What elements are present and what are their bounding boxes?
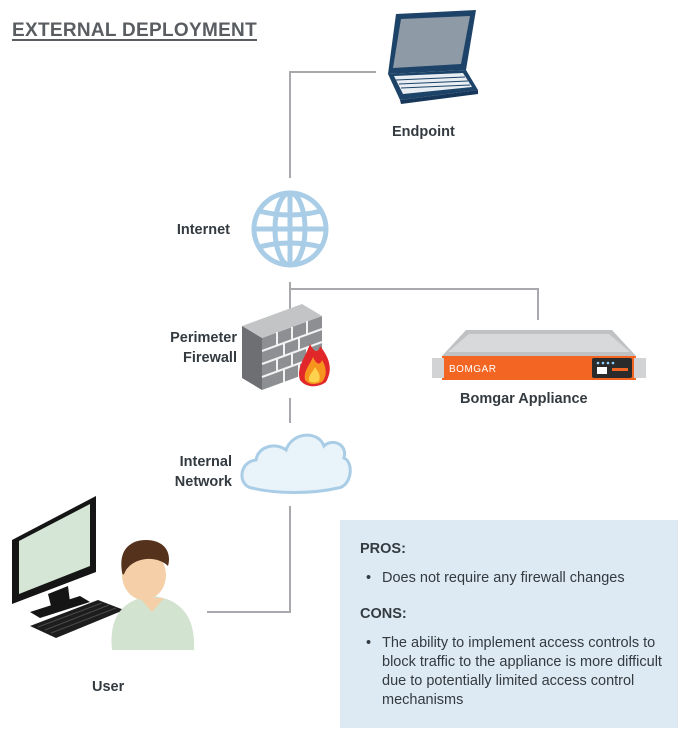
connector-lines bbox=[207, 71, 539, 613]
endpoint-internet-connector bbox=[289, 71, 376, 178]
internal-network-label: Internal Network bbox=[130, 452, 232, 492]
pros-heading: PROS: bbox=[360, 541, 406, 557]
cons-heading: CONS: bbox=[360, 606, 407, 622]
globe-icon bbox=[251, 190, 329, 268]
endpoint-label: Endpoint bbox=[392, 124, 455, 140]
cons-item: The ability to implement access controls… bbox=[360, 634, 662, 710]
cons-list: The ability to implement access controls… bbox=[360, 634, 662, 710]
network-user-connector bbox=[207, 506, 291, 613]
firewall-label-line1: Perimeter bbox=[170, 330, 237, 346]
user-icon bbox=[111, 540, 195, 650]
page-title: EXTERNAL DEPLOYMENT bbox=[12, 20, 257, 41]
keyboard-icon bbox=[30, 600, 124, 638]
firewall-label: Perimeter Firewall bbox=[130, 328, 237, 368]
laptop-icon bbox=[388, 10, 478, 104]
internal-network-label-line2: Network bbox=[174, 474, 232, 490]
appliance-label: Bomgar Appliance bbox=[460, 391, 588, 407]
cloud-icon bbox=[240, 433, 352, 494]
monitor-icon bbox=[12, 496, 96, 618]
internet-appliance-connector bbox=[290, 288, 539, 320]
pros-list: Does not require any firewall changes bbox=[360, 569, 662, 588]
internet-label: Internet bbox=[176, 222, 230, 238]
user-label: User bbox=[92, 679, 125, 695]
internal-network-label-line1: Internal bbox=[179, 454, 232, 470]
pros-cons-panel: PROS: Does not require any firewall chan… bbox=[340, 520, 678, 728]
pros-item: Does not require any firewall changes bbox=[360, 569, 662, 588]
firewall-label-line2: Firewall bbox=[183, 350, 237, 366]
appliance-brand-text: BOMGAR bbox=[449, 364, 496, 375]
appliance-icon: BOMGAR bbox=[432, 330, 646, 380]
firewall-icon bbox=[242, 304, 330, 390]
